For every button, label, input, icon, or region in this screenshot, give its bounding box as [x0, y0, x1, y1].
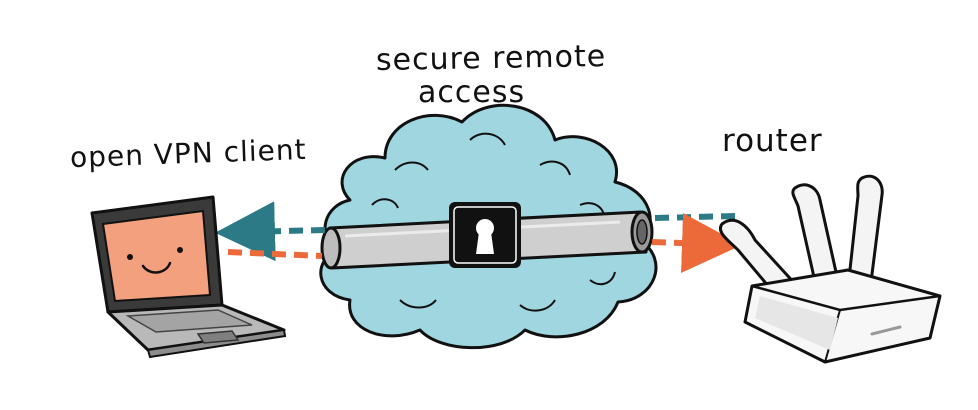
router-label: router: [722, 123, 823, 159]
diagram-title-line1: secure remote: [375, 38, 607, 79]
incoming-arrow: [227, 213, 742, 273]
router-icon: [719, 174, 942, 364]
laptop-icon: [90, 195, 287, 359]
client-label: open VPN client: [69, 132, 308, 175]
padlock-icon: [449, 202, 521, 268]
diagram-title-line2: access: [418, 75, 526, 110]
